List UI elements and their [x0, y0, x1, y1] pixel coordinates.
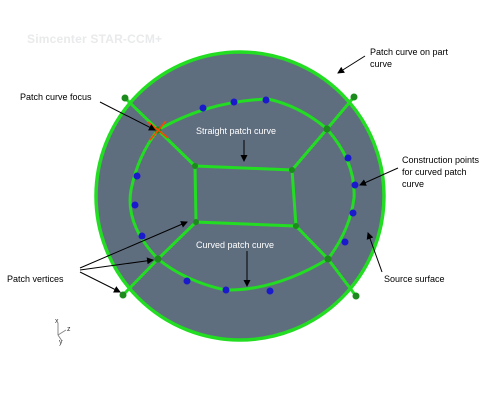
- construction-point[interactable]: [351, 181, 359, 189]
- straight-patch-curve-sw[interactable]: [156, 220, 198, 261]
- label-line: curve: [370, 59, 393, 69]
- arrow-patch-vertex-2: [79, 257, 154, 271]
- label-patch-vertices: Patch vertices: [7, 274, 64, 284]
- construction-points: [131, 96, 359, 295]
- radial-patch-curve-ne[interactable]: [325, 96, 356, 130]
- construction-point[interactable]: [344, 154, 352, 162]
- label-line: Patch curve on part: [370, 47, 449, 57]
- patch-vertex[interactable]: [352, 292, 360, 300]
- construction-point[interactable]: [349, 209, 357, 217]
- arrow-patch-curve-on-part: [337, 55, 366, 74]
- construction-point[interactable]: [131, 201, 139, 209]
- patch-vertex[interactable]: [193, 219, 199, 225]
- arrow-source-surface: [366, 232, 383, 273]
- construction-point[interactable]: [341, 238, 349, 246]
- axis-x-label: x: [55, 318, 59, 325]
- patch-vertex[interactable]: [324, 255, 332, 263]
- straight-patch-curve-nw[interactable]: [156, 128, 197, 168]
- construction-point[interactable]: [199, 104, 207, 112]
- straight-patch-curve-se[interactable]: [294, 224, 330, 261]
- construction-point[interactable]: [222, 286, 230, 294]
- label-line: Construction points: [402, 155, 480, 165]
- label-patch-curve-focus: Patch curve focus: [20, 92, 92, 102]
- arrow-patch-curve-focus: [99, 101, 156, 131]
- patch-vertex[interactable]: [192, 163, 198, 169]
- arrow-patch-vertex-3: [79, 271, 121, 293]
- patch-vertex[interactable]: [323, 125, 331, 133]
- construction-point[interactable]: [266, 287, 274, 295]
- label-line: curve: [402, 179, 425, 189]
- construction-point[interactable]: [133, 172, 141, 180]
- construction-point[interactable]: [262, 96, 270, 104]
- patch-vertex[interactable]: [293, 223, 299, 229]
- axis-y-label: y: [59, 339, 63, 346]
- curved-patch-curve-right[interactable]: [325, 128, 356, 260]
- radial-patch-curve-sw[interactable]: [121, 257, 160, 297]
- arrow-patch-vertex-1: [79, 221, 188, 269]
- construction-point[interactable]: [138, 232, 146, 240]
- arrow-construction-points: [359, 167, 399, 186]
- construction-point[interactable]: [230, 98, 238, 106]
- label-curved-patch-curve: Curved patch curve: [196, 240, 275, 250]
- radial-patch-curve-se[interactable]: [326, 258, 358, 297]
- axis-z-label: z: [67, 326, 71, 333]
- label-patch-curve-on-part: Patch curve on part curve: [370, 46, 448, 70]
- source-surface[interactable]: [94, 50, 386, 342]
- patch-vertex[interactable]: [350, 93, 358, 101]
- patch-vertex[interactable]: [119, 291, 127, 299]
- construction-point[interactable]: [183, 277, 191, 285]
- label-straight-patch-curve: Straight patch curve: [196, 126, 277, 136]
- app-watermark: Simcenter STAR-CCM+: [27, 32, 163, 46]
- straight-patch-curve-ne[interactable]: [290, 128, 329, 171]
- label-line: for curved patch: [402, 167, 467, 177]
- label-source-surface: Source surface: [384, 274, 445, 284]
- axis-triad: x z y: [55, 318, 71, 346]
- callout-arrows: [79, 55, 399, 293]
- label-construction-points: Construction points for curved patch cur…: [402, 154, 479, 190]
- patch-vertex[interactable]: [154, 255, 162, 263]
- patch-vertex[interactable]: [121, 94, 129, 102]
- patch-vertex[interactable]: [289, 167, 295, 173]
